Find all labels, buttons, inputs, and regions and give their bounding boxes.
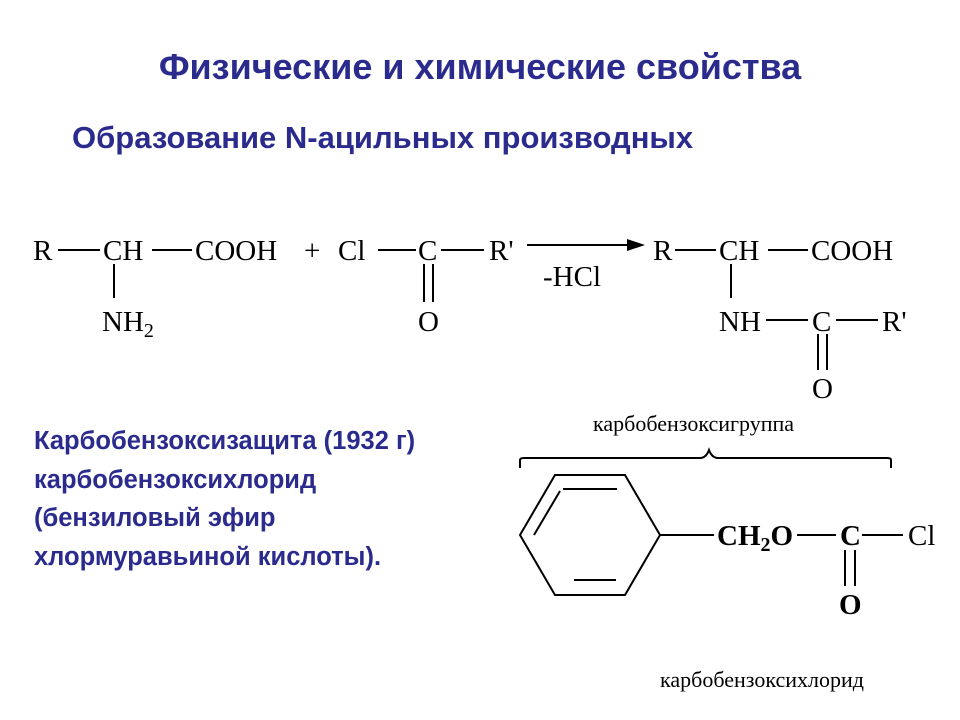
cbz-line-4: хлормуравьиной кислоты). <box>34 542 382 571</box>
reactant1-cooh: COOH <box>195 235 278 267</box>
structure-ch: CH <box>717 520 761 552</box>
product-r: R <box>653 235 673 267</box>
benzene-double-2 <box>533 490 561 536</box>
group-brace <box>519 447 892 468</box>
structure-cl: Cl <box>908 520 936 552</box>
cbz-description: Карбобензоксизащита (1932 г) карбобензок… <box>34 422 415 576</box>
slide-subtitle: Образование N-ацильных производных <box>72 120 694 155</box>
product-r2: R' <box>882 306 907 338</box>
cbz-line-2: карбобензоксихлорид <box>34 465 317 494</box>
product-cooh: COOH <box>811 235 894 267</box>
structure-o: O <box>839 589 862 621</box>
structure-o-ester: O <box>770 520 794 552</box>
reactant1-r: R <box>33 235 53 267</box>
cbz-line-3: (бензиловый эфир <box>34 504 276 532</box>
product-ch: CH <box>719 235 760 267</box>
reaction-arrow-head <box>627 239 645 251</box>
byproduct-hcl: -HCl <box>543 261 601 293</box>
bottom-label: карбобензоксихлорид <box>660 667 864 692</box>
reactant1-nh: NH <box>102 306 144 338</box>
product-nh: NH <box>719 306 761 338</box>
structure-ch2o: CH2O <box>717 520 794 556</box>
reactant1-nh2: NH2 <box>102 306 154 342</box>
reactant1-ch: CH <box>103 235 144 267</box>
reactant2-r2: R' <box>489 235 514 267</box>
product-o: O <box>812 373 833 405</box>
structure-ch-subscript: 2 <box>760 534 771 556</box>
reactant2-c: C <box>418 235 438 267</box>
benzene-ring <box>518 474 662 596</box>
structure-c: C <box>840 520 861 552</box>
product-c: C <box>812 306 832 338</box>
reactant1-nh-subscript: 2 <box>143 320 154 342</box>
slide-title: Физические и химические свойства <box>158 46 802 87</box>
reactant2-o: O <box>418 306 439 338</box>
cbz-line-1: Карбобензоксизащита (1932 г) <box>34 427 416 455</box>
plus-sign: + <box>304 235 321 267</box>
reactant2-cl: Cl <box>338 235 366 267</box>
group-label: карбобензоксигруппа <box>593 411 795 436</box>
